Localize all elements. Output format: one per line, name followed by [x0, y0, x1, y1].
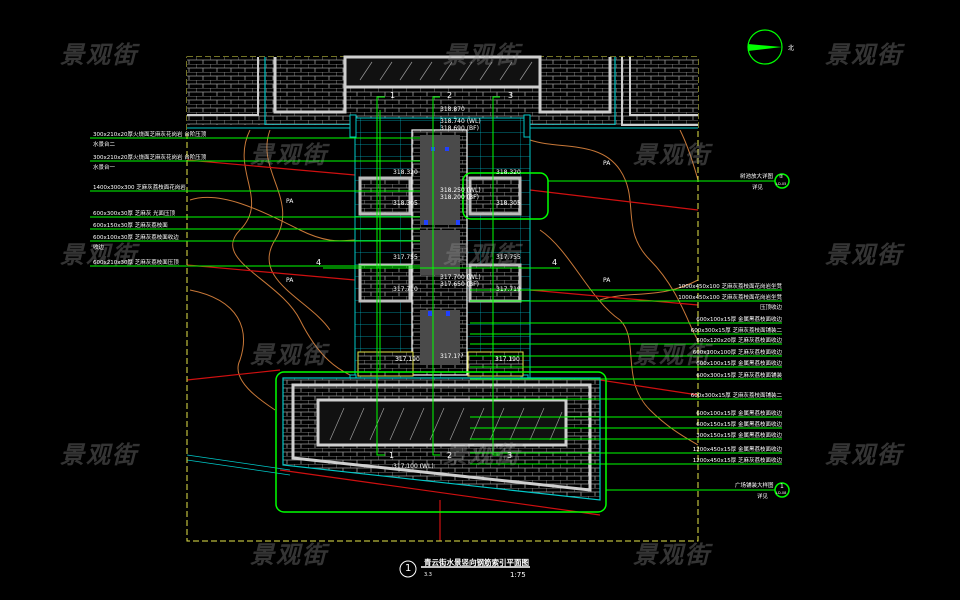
- red-lines: [186, 159, 699, 541]
- section-mark: 4: [316, 258, 322, 267]
- planters: [358, 176, 522, 303]
- level-label: 318.305: [393, 200, 418, 207]
- right-label: 300x150x15厚 金属黑荔枝面收边: [696, 433, 782, 439]
- watermark: 景观街: [250, 341, 328, 369]
- cyan-paving-edge: [186, 454, 291, 476]
- section-lines: [323, 96, 560, 456]
- level-label: 318.320: [393, 169, 418, 176]
- north-label: 北: [788, 45, 795, 52]
- right-label: 压顶收边: [759, 305, 782, 311]
- level-label: 317.650 (BF): [440, 281, 479, 288]
- left-label: 600x300x30厚 芝麻灰 光面压顶: [93, 211, 176, 217]
- level-label: 317.1??: [440, 353, 464, 360]
- level-label: 317.710: [393, 286, 418, 293]
- level-label: 318.250 (WL): [440, 187, 481, 194]
- leader-lines: [90, 137, 782, 465]
- title-sub: 3.3: [424, 572, 432, 578]
- callout-ref: LD-05: [776, 182, 787, 186]
- section-mark: 4: [552, 258, 558, 267]
- watermark: 景观街: [250, 541, 328, 569]
- section-mark: 1: [389, 451, 395, 460]
- watermark: 景观街: [633, 541, 711, 569]
- watermark: 景观街: [443, 241, 521, 269]
- left-label: 300x210x20厚火烧面芝麻灰花岗岩 台阶压顶: [93, 155, 207, 161]
- right-label: 600x300x15厚 芝麻灰荔枝面铺装: [696, 373, 782, 379]
- level-label: 318.690 (BF): [440, 125, 479, 132]
- water-strip-1: [420, 135, 460, 225]
- level-label: 317.755: [393, 254, 418, 261]
- callout-text: 广场铺装大样图: [735, 483, 774, 489]
- top-grate: [343, 55, 542, 89]
- right-label: 1000x450x100 芝麻灰荔枝面花岗岩坐凳: [678, 295, 782, 301]
- callout-text: 树池放大详图: [740, 174, 774, 180]
- title-number: 1: [405, 563, 412, 574]
- right-label: 600x300x15厚 芝麻灰荔枝面铺装二: [690, 328, 782, 334]
- section-mark: 1: [390, 91, 396, 100]
- right-label: 1000x450x100 芝麻灰荔枝面花岗岩坐凳: [678, 284, 782, 290]
- level-label: 318.870: [440, 106, 465, 113]
- level-label: 318.305: [496, 200, 521, 207]
- level-label: 317.190: [395, 356, 420, 363]
- right-label: 600x100x15厚 金属黑荔枝面收边: [696, 317, 782, 323]
- area-label: PA: [603, 160, 611, 167]
- area-label: PA: [286, 198, 294, 205]
- watermark: 景观街: [633, 141, 711, 169]
- watermark: 景观街: [443, 441, 521, 469]
- pool-callout-box: [275, 371, 607, 513]
- water-strip-3: [420, 310, 460, 365]
- level-label: 318.320: [496, 169, 521, 176]
- area-label: PA: [286, 277, 294, 284]
- section-mark: 2: [447, 91, 453, 100]
- level-label: 317.719: [496, 286, 521, 293]
- callout-ref: LD-08: [776, 491, 787, 495]
- left-label: 600x150x30厚 芝麻灰荔枝面: [93, 223, 168, 229]
- watermark: 景观街: [60, 441, 138, 469]
- section-mark: 2: [447, 451, 453, 460]
- title-circle: [399, 560, 417, 578]
- left-label: 600x210x30厚 芝麻灰荔枝面压顶: [93, 260, 179, 266]
- area-label: PA: [603, 277, 611, 284]
- drawing-scale: 1:75: [510, 571, 526, 579]
- callout-sub: 详见: [757, 494, 769, 500]
- planter-callout-box: [462, 172, 549, 220]
- right-label: 600x100x100厚 芝麻灰荔枝面收边: [692, 350, 782, 356]
- level-label: 318.200 (BF): [440, 194, 479, 201]
- left-label: 600x100x30厚 芝麻灰荔枝面收边: [93, 235, 179, 241]
- right-label: 1200x450x15厚 芝麻灰荔枝面收边: [692, 458, 782, 464]
- right-label: 600x100x15厚 金属黑荔枝面收边: [696, 411, 782, 417]
- right-label: 600x150x15厚 金属黑荔枝面收边: [696, 422, 782, 428]
- level-label: 317.755: [496, 254, 521, 261]
- right-label: 600x120x20厚 芝麻灰荔枝面收边: [696, 338, 782, 344]
- pool-grate: [316, 398, 568, 447]
- right-label: 600x300x15厚 芝麻灰荔枝面铺装二: [690, 393, 782, 399]
- watermark: 景观街: [60, 241, 138, 269]
- watermark: 景观街: [825, 441, 903, 469]
- section-mark: 3: [507, 451, 513, 460]
- watermark: 景观街: [60, 41, 138, 69]
- left-label: 收边: [93, 245, 105, 251]
- section-mark: 3: [508, 91, 514, 100]
- left-label: 1400x300x300 芝麻灰荔枝面花岗岩: [93, 185, 186, 191]
- watermark: 景观街: [443, 41, 521, 69]
- watermark: 景观街: [825, 41, 903, 69]
- callout-num: ②: [779, 174, 784, 180]
- north-arrow-icon: [747, 29, 783, 65]
- watermark: 景观街: [825, 241, 903, 269]
- level-label: 318.740 (WL): [440, 118, 481, 125]
- left-label: 水景台一: [93, 165, 116, 171]
- watermark: 景观街: [250, 141, 328, 169]
- level-label: 317.100 (WL): [393, 463, 434, 470]
- right-label: 1200x450x15厚 金属黑荔枝面收边: [692, 447, 782, 453]
- right-label: 600x100x15厚 金属黑荔枝面收边: [696, 361, 782, 367]
- callout-sub: 详见: [752, 185, 764, 191]
- watermark: 景观街: [633, 341, 711, 369]
- left-label: 水景台二: [93, 142, 116, 148]
- left-label: 300x210x20厚火烧面芝麻灰花岗岩 台阶压顶: [93, 132, 207, 138]
- drawing-title: 青云街水景竖向钢筋索引平面图: [424, 558, 529, 567]
- callout-num: 1: [780, 483, 784, 490]
- level-label: 317.190: [495, 356, 520, 363]
- level-label: 317.700 (WL): [440, 274, 481, 281]
